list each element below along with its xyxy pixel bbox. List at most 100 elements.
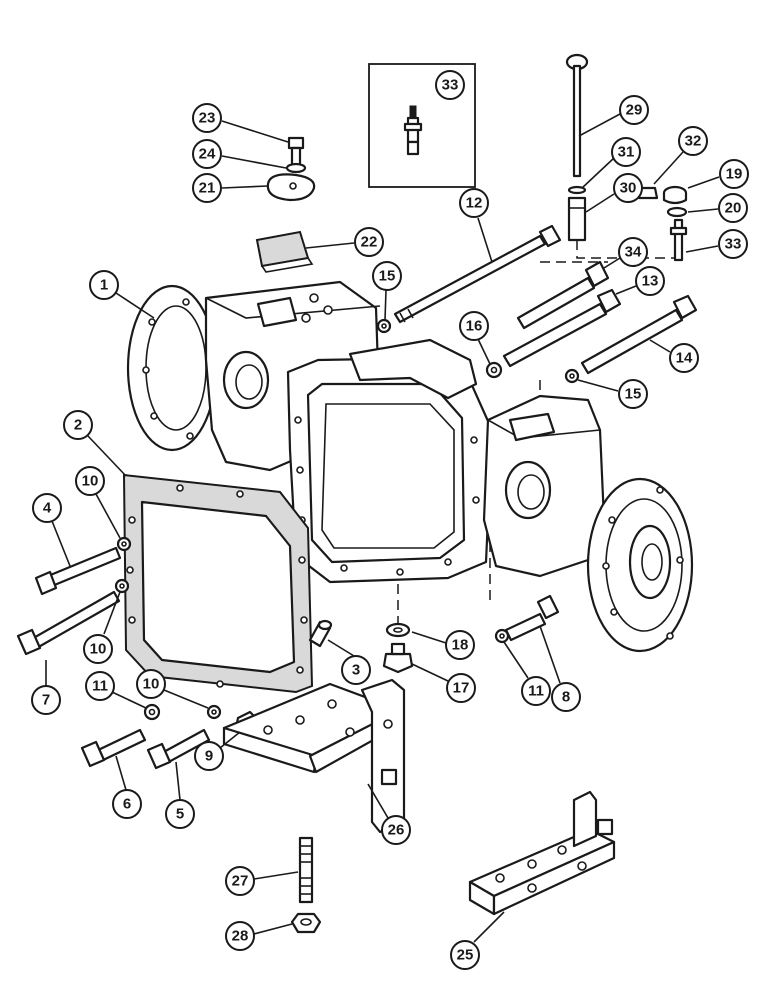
callout-26[interactable]: 26 [367, 783, 411, 845]
cover-plate-21 [266, 173, 316, 202]
callout-20[interactable]: 20 [687, 193, 748, 223]
plug-17 [382, 642, 414, 674]
callout-23[interactable]: 23 [192, 103, 289, 143]
callout-30[interactable]: 30 [585, 173, 643, 213]
inset-box-part-33 [368, 63, 476, 188]
callout-10-bottom[interactable]: 10 [136, 669, 209, 709]
callout-10-lower[interactable]: 10 [83, 591, 121, 664]
callout-22[interactable]: 22 [305, 227, 384, 257]
callouts: 33 29 31 30 32 19 [31, 70, 749, 970]
callout-34[interactable]: 34 [603, 237, 648, 269]
callout-32[interactable]: 32 [653, 126, 708, 185]
tube-30 [567, 196, 587, 242]
callout-7[interactable]: 7 [31, 660, 61, 715]
washer-15-top [376, 318, 392, 334]
callout-24[interactable]: 24 [192, 139, 287, 169]
callout-label: 10 [90, 641, 107, 658]
callout-label: 6 [123, 796, 131, 813]
callout-label: 13 [642, 273, 659, 290]
callout-33-inset[interactable]: 33 [435, 70, 465, 100]
washer-10-bottom [206, 704, 222, 720]
callout-label: 8 [562, 689, 570, 706]
callout-label: 15 [625, 386, 642, 403]
bolt-14 [580, 294, 698, 375]
gasket-2 [122, 473, 314, 694]
callout-19[interactable]: 19 [687, 159, 749, 189]
callout-13[interactable]: 13 [615, 266, 665, 296]
callout-label: 16 [466, 318, 483, 335]
callout-label: 17 [453, 680, 470, 697]
callout-label: 28 [232, 928, 249, 945]
bolt-4 [34, 546, 122, 596]
callout-10-upper[interactable]: 10 [75, 466, 121, 539]
callout-label: 10 [82, 473, 99, 490]
washer-18 [385, 622, 411, 638]
bolt-34 [516, 260, 610, 330]
callout-label: 2 [74, 417, 82, 434]
bolt-5 [146, 728, 211, 770]
callout-label: 1 [100, 277, 108, 294]
callout-label: 4 [43, 500, 52, 517]
callout-label: 11 [92, 678, 108, 695]
callout-9[interactable]: 9 [194, 731, 241, 771]
callout-3[interactable]: 3 [327, 639, 371, 685]
washer-20 [666, 206, 688, 218]
callout-11-right[interactable]: 11 [503, 641, 551, 706]
callout-label: 14 [676, 350, 693, 367]
callout-14[interactable]: 14 [649, 339, 699, 373]
callout-label: 22 [361, 234, 378, 251]
callout-label: 9 [205, 748, 213, 765]
callout-label: 12 [466, 195, 483, 212]
bolt-8 [504, 594, 560, 642]
callout-2[interactable]: 2 [63, 410, 127, 477]
callout-label: 31 [618, 144, 635, 161]
washer-10-lower [114, 578, 130, 594]
washer-16 [485, 361, 503, 379]
transmission-housing-1 [126, 280, 694, 653]
callout-1[interactable]: 1 [89, 270, 155, 319]
callout-31[interactable]: 31 [581, 137, 641, 189]
callout-label: 10 [143, 676, 160, 693]
dipstick-29 [565, 53, 589, 178]
callout-21[interactable]: 21 [192, 173, 269, 203]
callout-label: 20 [725, 200, 742, 217]
callout-17[interactable]: 17 [411, 663, 476, 703]
washer-15-right [564, 368, 580, 384]
callout-label: 7 [42, 692, 50, 709]
callout-label: 29 [626, 102, 643, 119]
callout-label: 15 [379, 268, 396, 285]
callout-5[interactable]: 5 [165, 761, 195, 829]
callout-12[interactable]: 12 [459, 188, 493, 263]
bolt-23 [287, 136, 305, 168]
valve-33 [669, 218, 688, 262]
callout-15-top[interactable]: 15 [372, 261, 402, 321]
washer-10-upper [116, 536, 132, 552]
o-ring-31 [567, 185, 587, 195]
callout-33-right[interactable]: 33 [685, 229, 748, 259]
callout-label: 5 [176, 806, 184, 823]
filter-22 [255, 230, 314, 273]
callout-29[interactable]: 29 [578, 95, 649, 137]
plate-25 [468, 790, 616, 916]
callout-8[interactable]: 8 [539, 625, 581, 712]
callout-label: 33 [725, 236, 742, 253]
washer-24 [285, 162, 307, 174]
callout-16[interactable]: 16 [459, 311, 491, 365]
callout-25[interactable]: 25 [450, 911, 505, 970]
washer-11-right [494, 628, 510, 644]
callout-6[interactable]: 6 [112, 755, 142, 819]
callout-label: 32 [685, 133, 702, 150]
callout-label: 21 [199, 180, 216, 197]
callout-label: 3 [352, 662, 360, 679]
callout-4[interactable]: 4 [32, 493, 71, 567]
cap-19 [662, 185, 688, 205]
callout-label: 18 [452, 637, 469, 654]
washer-11-left [143, 703, 161, 721]
callout-15-right[interactable]: 15 [577, 379, 648, 409]
callout-28[interactable]: 28 [225, 921, 293, 951]
bolt-7 [16, 590, 121, 656]
callout-18[interactable]: 18 [411, 630, 475, 660]
callout-27[interactable]: 27 [225, 866, 299, 896]
callout-11-left[interactable]: 11 [85, 671, 147, 709]
callout-label: 33 [442, 77, 459, 94]
